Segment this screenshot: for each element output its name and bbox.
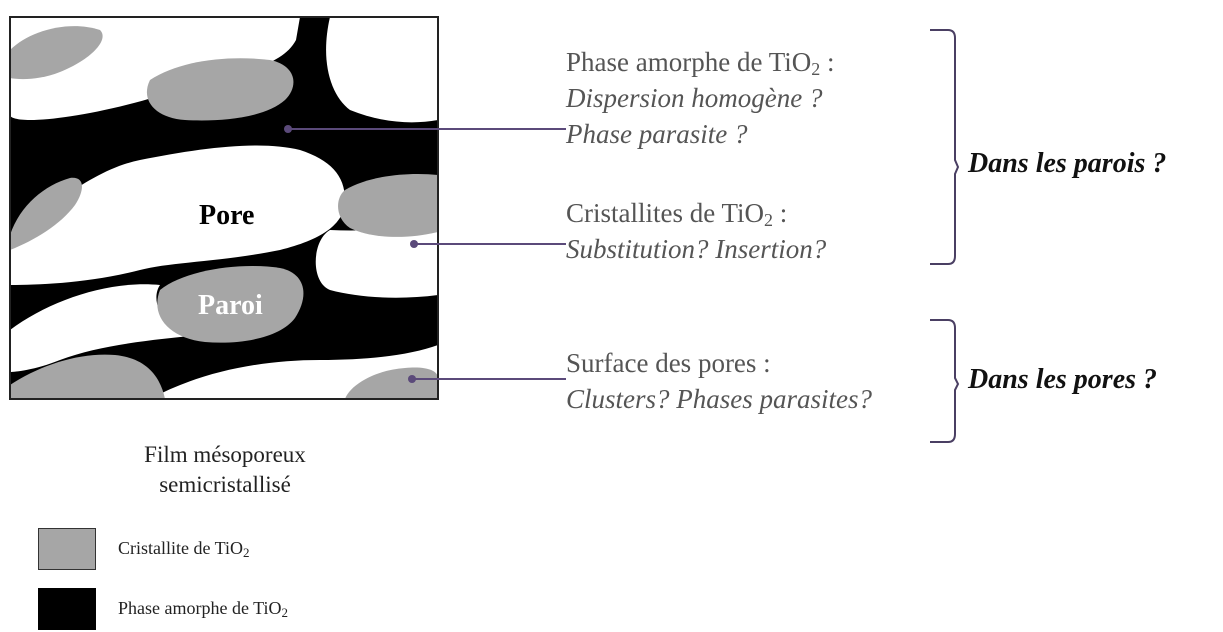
crystallite <box>146 58 294 121</box>
annotation-crystallites: Cristallites de TiO2 : Substitution? Ins… <box>566 195 826 267</box>
legend-swatch-amorphous <box>38 588 96 630</box>
leader-dot-amorphous <box>284 125 292 133</box>
paroi-label: Paroi <box>198 290 263 321</box>
pore-region <box>315 220 438 298</box>
leader-lines <box>288 128 566 380</box>
pore-region <box>326 17 438 123</box>
annotation-line: Phase parasite ? <box>566 119 748 149</box>
crystallite <box>10 177 82 250</box>
figure-frame <box>9 16 439 400</box>
annotation-line: Clusters? Phases parasites? <box>566 384 873 414</box>
caption-line-1: Film mésoporeux <box>144 442 306 467</box>
caption-line-2: semicristallisé <box>159 472 291 497</box>
crystallite <box>10 354 165 399</box>
crystallite <box>338 173 438 237</box>
group-label-pores: Dans les pores ? <box>968 364 1158 395</box>
annotation-pore-surface: Surface des pores : Clusters? Phases par… <box>566 345 872 417</box>
mesoporous-film-figure <box>10 17 438 399</box>
legend-label-amorphous: Phase amorphe de TiO2 <box>118 598 288 620</box>
bracket-pores <box>930 319 960 443</box>
legend-swatch-crystallite <box>38 528 96 570</box>
annotation-line: Dispersion homogène ? <box>566 83 823 113</box>
annotation-title: Cristallites de TiO2 : <box>566 198 788 230</box>
annotation-line: Substitution? Insertion? <box>566 234 827 264</box>
pore-region <box>10 145 345 285</box>
group-label-walls: Dans les parois ? <box>968 148 1167 179</box>
crystallite <box>10 26 103 80</box>
annotation-amorphous-phase: Phase amorphe de TiO2 : Dispersion homog… <box>566 44 835 152</box>
leader-dot-crystallite <box>410 240 418 248</box>
pore-label: Pore <box>199 200 255 231</box>
annotation-title: Phase amorphe de TiO2 : <box>566 47 835 79</box>
legend-label-crystallite: Cristallite de TiO2 <box>118 538 250 560</box>
crystallite <box>157 266 304 343</box>
crystallite <box>345 367 438 399</box>
bracket-walls <box>930 29 960 265</box>
pore-region <box>10 284 200 372</box>
leader-dot-pore-surface <box>408 375 416 383</box>
figure-caption: Film mésoporeux semicristallisé <box>80 440 370 500</box>
annotation-title: Surface des pores : <box>566 348 771 378</box>
